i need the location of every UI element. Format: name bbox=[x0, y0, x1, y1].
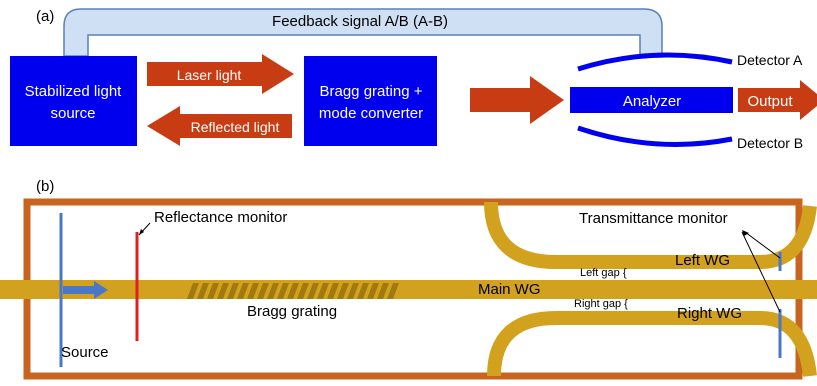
source-arrow bbox=[63, 281, 108, 299]
analyzer-label: Analyzer bbox=[623, 93, 681, 110]
stabilized-source-box bbox=[10, 56, 137, 146]
bragg-grating-label: Bragg grating bbox=[247, 303, 337, 320]
right-wg-label: Right WG bbox=[677, 305, 742, 322]
reflected-light-label: Reflected light bbox=[191, 119, 280, 135]
bragg-box-line2: mode converter bbox=[319, 105, 423, 122]
transmittance-pointer-head bbox=[742, 230, 749, 236]
main-wg-label: Main WG bbox=[478, 281, 541, 298]
panel-a-label: (a) bbox=[36, 8, 54, 25]
bragg-mode-converter-box bbox=[304, 56, 437, 146]
analyzer-box bbox=[570, 87, 733, 113]
left-wg-label: Left WG bbox=[675, 252, 730, 269]
left-gap-label: Left gap { bbox=[580, 267, 627, 279]
reflected-light-arrow bbox=[147, 106, 292, 146]
source-label: Source bbox=[61, 344, 109, 361]
output-arrow bbox=[738, 80, 817, 120]
reflectance-monitor-label: Reflectance monitor bbox=[154, 209, 287, 226]
left-waveguide bbox=[484, 201, 817, 269]
source-box-line1: Stabilized light bbox=[25, 83, 123, 100]
transmittance-monitor-label: Transmittance monitor bbox=[579, 210, 728, 227]
detector-a-arc bbox=[577, 52, 733, 72]
right-waveguide bbox=[487, 311, 817, 377]
source-box-line2: source bbox=[50, 105, 95, 122]
main-waveguide bbox=[0, 280, 817, 299]
bragg-grating-teeth bbox=[187, 283, 399, 299]
bragg-box-line1: Bragg grating + bbox=[320, 83, 423, 100]
laser-light-arrow bbox=[147, 54, 294, 94]
reflectance-pointer-head bbox=[139, 229, 144, 235]
feedback-label: Feedback signal A/B (A-B) bbox=[272, 13, 448, 30]
transmittance-pointer-2 bbox=[741, 231, 781, 313]
to-analyzer-arrow bbox=[470, 76, 564, 124]
detector-b-label: Detector B bbox=[737, 135, 803, 151]
detector-a-label: Detector A bbox=[737, 52, 803, 68]
right-gap-label: Right gap { bbox=[574, 298, 628, 310]
output-label: Output bbox=[747, 93, 793, 110]
transmittance-pointer-1 bbox=[744, 231, 781, 259]
detector-b-arc bbox=[577, 125, 733, 147]
laser-light-label: Laser light bbox=[177, 67, 242, 83]
panel-b-label: (b) bbox=[36, 178, 54, 195]
